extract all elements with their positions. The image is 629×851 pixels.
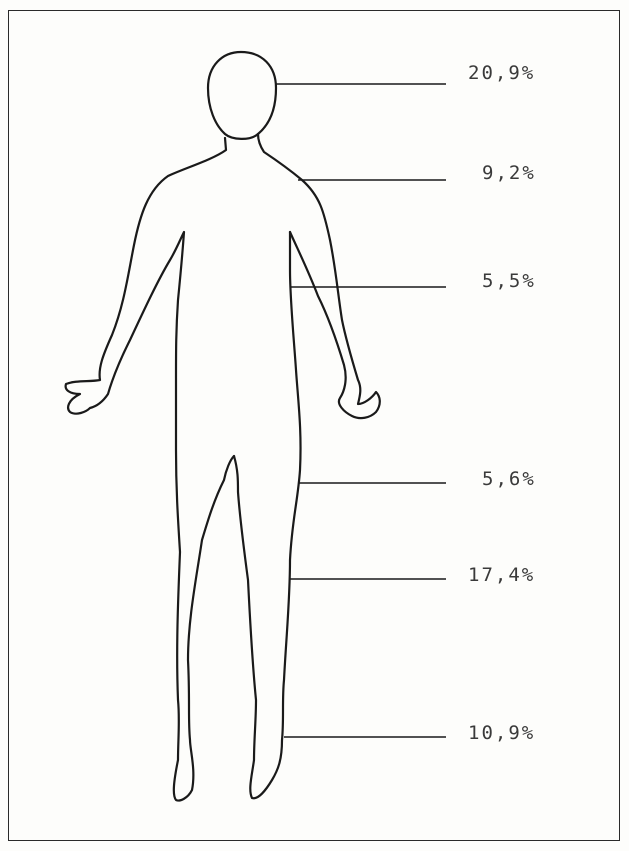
label-legs: 17,4% xyxy=(468,564,535,586)
body-outline-right xyxy=(258,134,380,418)
head-outline xyxy=(208,52,276,139)
label-hips: 5,6% xyxy=(482,468,536,490)
body-outline-left xyxy=(66,138,234,801)
body-outline-inner xyxy=(234,232,301,798)
label-shoulders: 9,2% xyxy=(482,162,536,184)
label-feet: 10,9% xyxy=(468,722,535,744)
label-arms: 5,5% xyxy=(482,270,536,292)
label-head: 20,9% xyxy=(468,62,535,84)
